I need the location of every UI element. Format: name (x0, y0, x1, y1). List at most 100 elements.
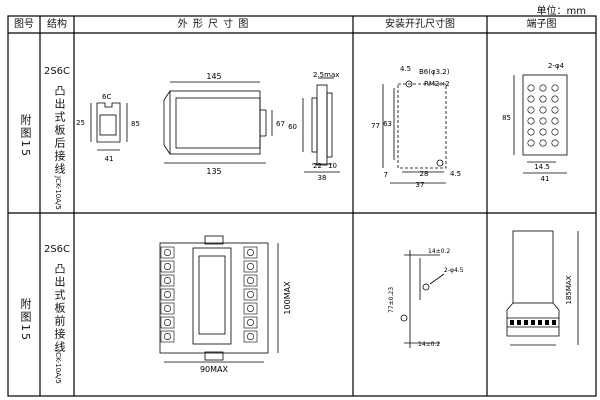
terminal-block (160, 302, 175, 315)
terminal-pin (531, 320, 535, 325)
terminal-circle (539, 106, 547, 114)
terminal-screw (164, 290, 172, 298)
terminal-circle (527, 84, 535, 92)
term-dim-14-5: 14.5 (534, 163, 550, 171)
dim-25: 25 (76, 119, 85, 127)
terminal-block (243, 302, 258, 315)
row2-figure-no: 附图15 (19, 298, 32, 342)
row2-model: 2S6C (43, 244, 71, 255)
header-figure-no: 图号 (14, 19, 34, 30)
terminal-block (243, 246, 258, 259)
header-mounting: 安装开孔尺寸图 (385, 19, 455, 30)
row1-type-code: JCK-10A/5 (54, 176, 62, 210)
terminal-pin (545, 320, 549, 325)
term-dim-85: 85 (502, 114, 511, 122)
terminal-circle (539, 128, 547, 136)
terminal-screw (164, 249, 172, 257)
terminal-circle (539, 139, 547, 147)
dim-38: 38 (318, 174, 327, 182)
terminal-circle (551, 106, 559, 114)
dim-85: 85 (131, 120, 140, 128)
mount-dim-37: 37 (416, 181, 425, 189)
terminal-circle (527, 128, 535, 136)
terminal-grid-row1 (527, 84, 559, 147)
row2-terminal-hexes (160, 246, 258, 343)
terminal-circle (539, 117, 547, 125)
terminal-block (243, 274, 258, 287)
terminal-pin (538, 320, 542, 325)
terminal-pin (552, 320, 556, 325)
terminal-block (160, 330, 175, 343)
terminal-screw (164, 262, 172, 270)
dim-90max: 90MAX (200, 365, 229, 374)
terminal-block (160, 260, 175, 273)
mount-dim-4-5-bottom: 4.5 (450, 170, 461, 178)
terminal-screw (247, 276, 255, 284)
mount-dim-b6: B6(φ3.2) (419, 68, 450, 76)
dim-22: 22 (313, 162, 322, 170)
terminal-screw (247, 318, 255, 326)
terminal-pin (524, 320, 528, 325)
mount-dim-63: 63 (383, 120, 392, 128)
terminal-screw (164, 304, 172, 312)
terminal-circle (551, 117, 559, 125)
dim-2-5max: 2.5max (313, 71, 339, 79)
row1-model: 2S6C (43, 66, 71, 77)
terminal-circle (539, 84, 547, 92)
terminal-screw (247, 332, 255, 340)
dim-60: 60 (288, 123, 297, 131)
dim-135: 135 (206, 167, 221, 176)
terminal-screw (247, 262, 255, 270)
dim-185max: 185MAX (565, 275, 573, 304)
terminal-screw (164, 332, 172, 340)
mount-dim-4-5-top: 4.5 (400, 65, 411, 73)
header-structure: 结构 (47, 19, 67, 30)
terminal-circle (551, 95, 559, 103)
row2-terminal-pins (510, 320, 556, 325)
terminal-block (160, 246, 175, 259)
terminal-block (243, 260, 258, 273)
mount-dim-7: 7 (384, 171, 388, 179)
dim-100max: 100MAX (283, 281, 292, 315)
terminal-block (243, 316, 258, 329)
terminal-circle (551, 139, 559, 147)
terminal-circle (527, 95, 535, 103)
terminal-circle (527, 117, 535, 125)
dim-41: 41 (105, 155, 114, 163)
row1-figure-no: 附图15 (19, 114, 32, 158)
dim-67: 67 (276, 120, 285, 128)
terminal-screw (247, 249, 255, 257)
mount-dim-phi45: 2-φ4.5 (444, 267, 464, 274)
terminal-block (160, 316, 175, 329)
terminal-pin (517, 320, 521, 325)
terminal-screw (247, 290, 255, 298)
terminal-screw (164, 276, 172, 284)
mount-dim-28: 28 (420, 170, 429, 178)
header-terminal: 端子图 (526, 19, 557, 30)
row2-type-code: JCK-10A/5 (54, 350, 62, 384)
terminal-circle (527, 106, 535, 114)
term-dim-phi4: 2-φ4 (548, 62, 565, 70)
terminal-circle (551, 84, 559, 92)
terminal-screw (247, 304, 255, 312)
dim-6c: 6C (102, 93, 111, 101)
mount-dim-14a: 14±0.2 (428, 248, 450, 255)
row1-structure: 凸出式板后接线 (53, 84, 66, 176)
terminal-block (243, 288, 258, 301)
dim-10: 10 (328, 162, 337, 170)
terminal-circle (539, 95, 547, 103)
unit-label: 单位：mm (536, 6, 586, 17)
terminal-circle (551, 128, 559, 136)
terminal-screw (164, 318, 172, 326)
terminal-block (243, 330, 258, 343)
mount-dim-rm: RM2×2 (424, 80, 450, 88)
dim-145: 145 (206, 72, 221, 81)
mount-dim-14b: 14±0.2 (418, 341, 440, 348)
